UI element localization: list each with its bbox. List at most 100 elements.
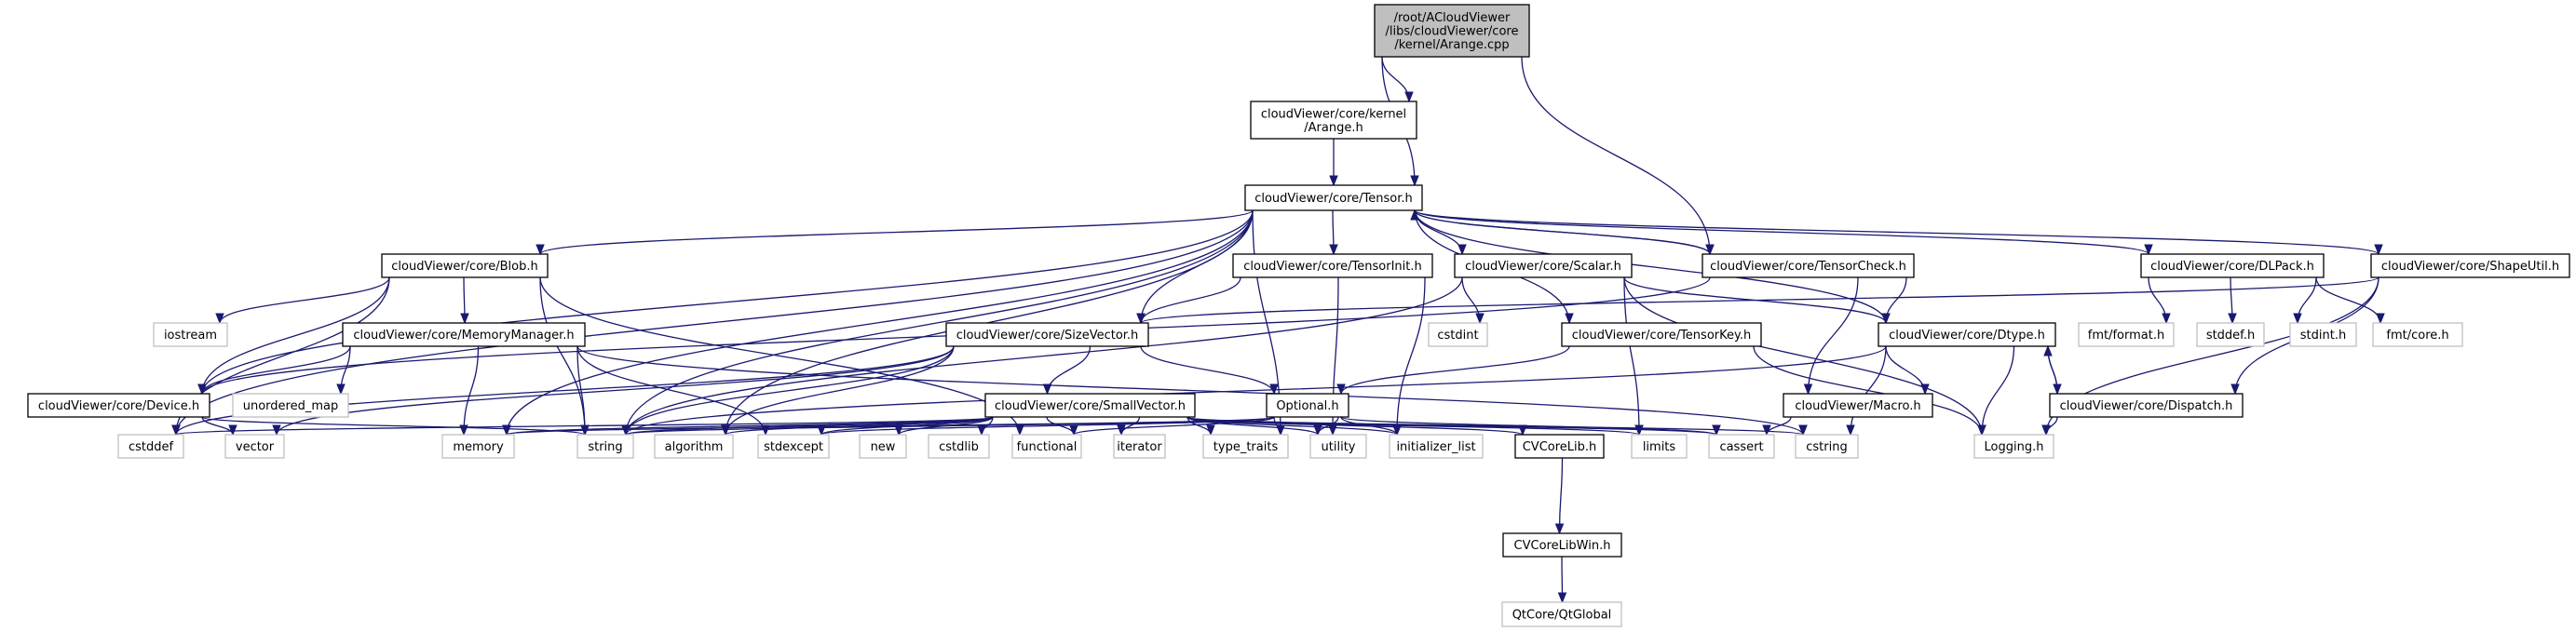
node-label: cloudViewer/core/TensorKey.h [1572, 329, 1751, 343]
edge-blob_h-to-string [539, 276, 586, 436]
node-shapeutil-h[interactable]: cloudViewer/core/ShapeUtil.h [2370, 253, 2570, 278]
node-box[interactable] [1454, 253, 1633, 278]
arrowhead-icon [1313, 424, 1322, 437]
node-box[interactable] [1266, 393, 1349, 418]
arrowhead-icon [1881, 313, 1891, 325]
node-blob-h[interactable]: cloudViewer/core/Blob.h [381, 253, 549, 278]
node-box[interactable] [984, 393, 1196, 418]
arrowhead-icon [215, 313, 224, 325]
node-box [928, 434, 990, 459]
edge-tensor_h-to-dlpack_h [1414, 209, 2149, 255]
node-box[interactable] [1502, 532, 1622, 558]
node-box [232, 393, 349, 418]
edges-layer [171, 56, 2385, 604]
arrowhead-icon [460, 313, 469, 325]
node-cstddef: cstddef [117, 434, 184, 459]
node-tensorkey-h[interactable]: cloudViewer/core/TensorKey.h [1561, 322, 1762, 347]
node-scalar-h[interactable]: cloudViewer/core/Scalar.h [1454, 253, 1633, 278]
edge-dtype_h-to-string [625, 345, 1887, 436]
node-sizevector-h[interactable]: cloudViewer/core/SizeVector.h [945, 322, 1149, 347]
arrowhead-icon [2228, 313, 2237, 325]
node-type-traits: type_traits [1202, 434, 1289, 459]
node-box [757, 434, 830, 459]
node-limits: limits [1631, 434, 1688, 459]
node-fmt-format-h: fmt/format.h [2078, 322, 2175, 347]
node-box[interactable] [945, 322, 1149, 347]
node-box[interactable] [342, 322, 586, 347]
node-box[interactable] [1374, 4, 1530, 58]
node-box [859, 434, 907, 459]
node-dlpack-h[interactable]: cloudViewer/core/DLPack.h [2140, 253, 2325, 278]
node-label: stddef.h [2206, 329, 2255, 343]
node-arange-cpp[interactable]: /root/ACloudViewer/libs/cloudViewer/core… [1374, 4, 1530, 58]
node-label: /libs/cloudViewer/core [1386, 25, 1519, 39]
node-label: cloudViewer/Macro.h [1795, 399, 1920, 413]
node-label: fmt/format.h [2088, 329, 2164, 343]
arrowhead-icon [2043, 344, 2053, 356]
node-string: string [576, 434, 634, 459]
node-box [654, 434, 734, 459]
node-device-h[interactable]: cloudViewer/core/Device.h [27, 393, 210, 418]
node-new: new [859, 434, 907, 459]
arrowhead-icon [1712, 424, 1721, 437]
arrowhead-icon [1410, 208, 1419, 221]
node-optional-h[interactable]: Optional.h [1266, 393, 1349, 418]
nodes-layer: /root/ACloudViewer/libs/cloudViewer/core… [27, 4, 2570, 627]
node-box[interactable] [1783, 393, 1933, 418]
node-label: string [588, 440, 622, 454]
edge-tensor_h-to-blob_h [539, 209, 1254, 255]
node-box [1011, 434, 1082, 459]
node-box[interactable] [1244, 184, 1423, 211]
arrowhead-icon [336, 383, 346, 396]
node-fmt-core-h: fmt/core.h [2372, 322, 2463, 347]
node-box[interactable] [2370, 253, 2570, 278]
node-label: fmt/core.h [2386, 329, 2448, 343]
arrowhead-icon [1475, 313, 1485, 325]
node-tensor-h[interactable]: cloudViewer/core/Tensor.h [1244, 184, 1423, 211]
node-box[interactable] [1514, 434, 1605, 459]
edge-memorymanager_h-to-string [576, 345, 586, 436]
node-tensorcheck-h[interactable]: cloudViewer/core/TensorCheck.h [1702, 253, 1915, 278]
node-label: functional [1017, 440, 1078, 454]
edge-tensorinit_h-to-initializer_list [1396, 276, 1426, 436]
node-smallvector-h[interactable]: cloudViewer/core/SmallVector.h [984, 393, 1196, 418]
node-dispatch-h[interactable]: cloudViewer/core/Dispatch.h [2049, 393, 2244, 418]
node-label: cloudViewer/core/Dtype.h [1889, 329, 2045, 343]
node-label: type_traits [1213, 440, 1279, 454]
node-label: iostream [164, 329, 217, 343]
node-iostream: iostream [153, 322, 228, 347]
node-box[interactable] [1561, 322, 1762, 347]
arrowhead-icon [2376, 313, 2385, 325]
node-label: cloudViewer/core/Dispatch.h [2060, 399, 2233, 413]
node-box[interactable] [2140, 253, 2325, 278]
node-box[interactable] [381, 253, 549, 278]
node-box [441, 434, 515, 459]
arrowhead-icon [2144, 244, 2153, 256]
node-dtype-h[interactable]: cloudViewer/core/Dtype.h [1878, 322, 2056, 347]
node-label: cloudViewer/core/TensorCheck.h [1710, 260, 1906, 274]
node-tensorinit-h[interactable]: cloudViewer/core/TensorInit.h [1232, 253, 1433, 278]
node-macro-h[interactable]: cloudViewer/Macro.h [1783, 393, 1933, 418]
edge-tensor_h-to-shapeutil_h [1414, 209, 2379, 255]
edge-optional_h-to-initializer_list [1340, 416, 1398, 436]
node-box[interactable] [1702, 253, 1915, 278]
node-box[interactable] [1232, 253, 1433, 278]
node-cvcorelibwin-h[interactable]: CVCoreLibWin.h [1502, 532, 1622, 558]
node-stddef-h: stddef.h [2196, 322, 2265, 347]
arrowhead-icon [2374, 244, 2383, 256]
node-cvcorelib-h[interactable]: CVCoreLib.h [1514, 434, 1605, 459]
edge-optional_h-to-stdexcept [820, 416, 1275, 436]
node-arange-h[interactable]: cloudViewer/core/kernel/Arange.h [1250, 101, 1417, 140]
edge-dtype_h-to-macro_h [1885, 345, 1926, 395]
node-label: cloudViewer/core/DLPack.h [2150, 260, 2314, 274]
arrowhead-icon [2230, 383, 2240, 396]
node-box [2372, 322, 2463, 347]
node-iterator: iterator [1113, 434, 1166, 459]
node-box [1428, 322, 1488, 347]
node-box[interactable] [1250, 101, 1417, 140]
node-box[interactable] [2049, 393, 2244, 418]
node-memorymanager-h[interactable]: cloudViewer/core/MemoryManager.h [342, 322, 586, 347]
node-box[interactable] [27, 393, 210, 418]
node-box[interactable] [1878, 322, 2056, 347]
